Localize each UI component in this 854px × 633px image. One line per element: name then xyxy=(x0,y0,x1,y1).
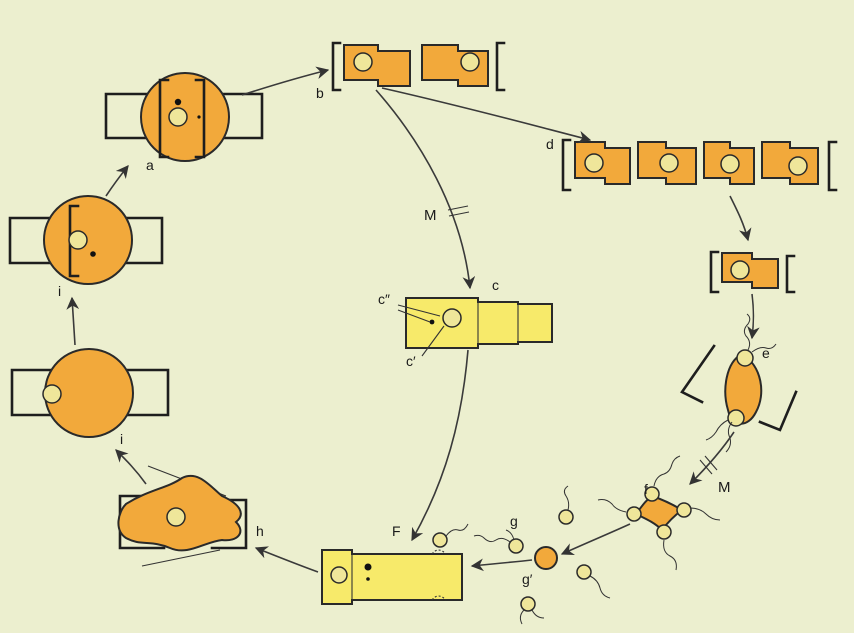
stage-F-cell xyxy=(321,549,463,605)
arrow-single-to-e xyxy=(747,293,760,340)
stage-f-cell xyxy=(597,455,721,571)
label-M-upper: M xyxy=(424,207,437,224)
mitosis-mark-upper-1 xyxy=(447,205,469,211)
arrow-e-to-f xyxy=(689,431,735,485)
stage-e-cell xyxy=(680,313,798,453)
arrow-F-to-h xyxy=(254,546,319,573)
label-i-lower: i xyxy=(120,431,123,447)
arrow-i-lower-to-i-upper xyxy=(66,296,80,346)
label-M-lower: M xyxy=(718,479,731,496)
label-c-double-prime: c″ xyxy=(378,291,390,307)
stage-c-cell xyxy=(397,297,553,357)
label-c: c xyxy=(492,277,499,293)
arrow-i-upper-to-a xyxy=(105,165,129,197)
stage-single-walled-cell xyxy=(709,250,796,294)
arrow-f-to-g-prime xyxy=(560,523,631,556)
label-g: g xyxy=(510,513,518,529)
arrow-d-to-single xyxy=(729,195,752,242)
label-a: a xyxy=(146,157,154,173)
arrow-a-to-b xyxy=(241,66,330,96)
label-i-upper: i xyxy=(58,283,61,299)
label-F: F xyxy=(392,523,401,539)
stage-h-cell xyxy=(117,465,248,567)
arrow-c-to-F xyxy=(411,349,469,542)
stage-b-cells xyxy=(331,41,506,92)
stage-a-cell xyxy=(104,72,264,162)
mitosis-mark-lower-2 xyxy=(704,455,718,471)
stage-d-cells xyxy=(561,138,838,192)
arrow-b-to-d xyxy=(381,87,592,144)
label-c-prime: c′ xyxy=(406,353,416,369)
arrow-g-prime-to-F xyxy=(470,558,533,572)
label-b: b xyxy=(316,85,324,101)
label-h: h xyxy=(256,523,264,539)
stage-g-spores xyxy=(432,485,611,625)
label-g-prime: g′ xyxy=(522,571,533,587)
label-e: e xyxy=(762,345,770,361)
label-f: f xyxy=(644,481,648,497)
arrow-h-to-i-lower xyxy=(115,449,147,485)
stage-i-upper-cell xyxy=(8,195,164,285)
label-d: d xyxy=(546,136,554,152)
arrow-b-to-c xyxy=(375,89,476,290)
stage-i-lower-cell xyxy=(10,348,170,438)
mitosis-mark-upper-2 xyxy=(448,211,470,217)
mitosis-mark-lower-1 xyxy=(699,459,713,475)
stage-g-prime-cell xyxy=(534,546,558,570)
